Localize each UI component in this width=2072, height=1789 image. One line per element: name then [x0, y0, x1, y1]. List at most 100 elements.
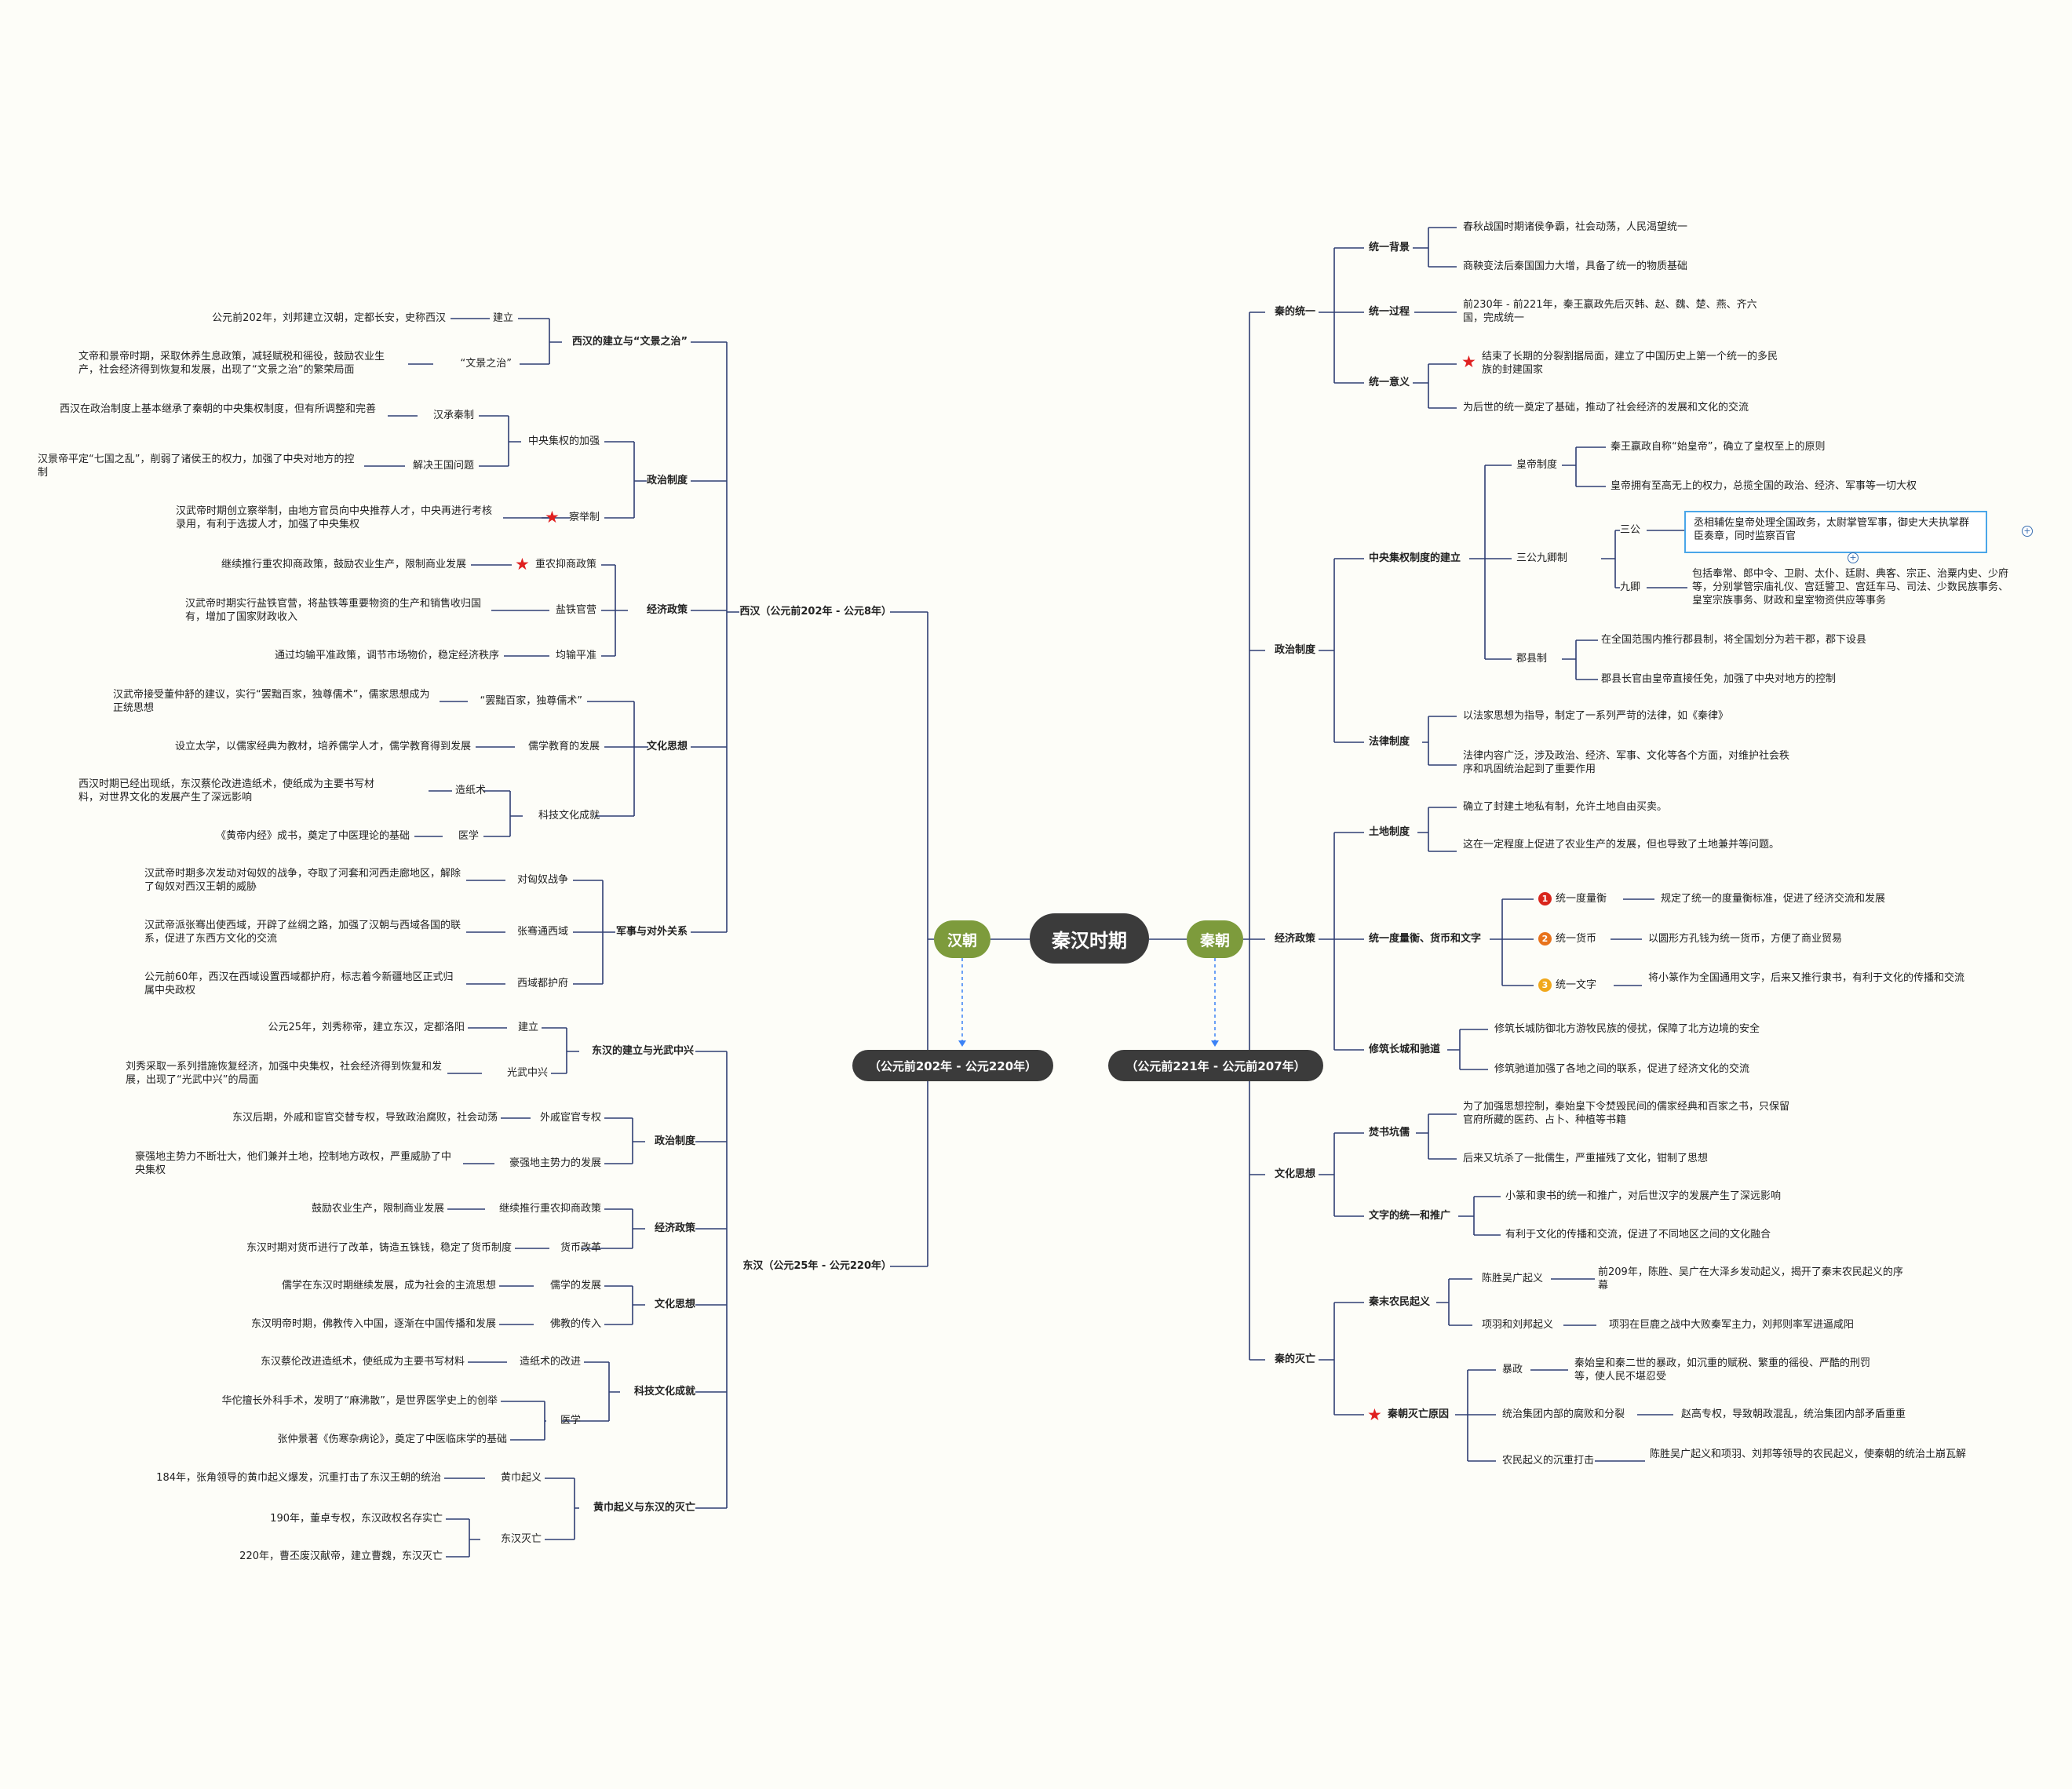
node-eh-culture[interactable]: 文化思想 [654, 1299, 695, 1310]
topic-qin-unification[interactable]: 秦的统一 [1275, 306, 1316, 318]
topic-qin-economy[interactable]: 经济政策 [1275, 933, 1316, 945]
leaf-text[interactable]: 公元25年，刘秀称帝，建立东汉，定都洛阳 [268, 1022, 465, 1033]
node-eh-economy[interactable]: 经济政策 [654, 1222, 695, 1234]
leaf-text[interactable]: 修筑驰道加强了各地之间的联系，促进了经济文化的交流 [1494, 1063, 1750, 1075]
leaf-text[interactable]: 设立太学，以儒家经典为教材，培养儒学人才，儒学教育得到发展 [174, 741, 471, 752]
leaf-text[interactable]: 汉景帝平定“七国之乱”，削弱了诸侯王的权力，加强了中央对地方的控制 [38, 454, 355, 479]
add-child-icon[interactable]: + [1848, 552, 1859, 563]
node-guangwu-revival[interactable]: 光武中兴 [506, 1067, 548, 1079]
node-tyranny[interactable]: 暴政 [1502, 1364, 1523, 1375]
leaf-text[interactable]: 春秋战国时期诸侯争霸，社会动荡，人民渴望统一 [1463, 221, 1688, 233]
node-unify-script[interactable]: 统一文字 [1556, 979, 1597, 991]
leaf-text[interactable]: 通过均输平准政策，调节市场物价，稳定经济秩序 [274, 650, 499, 661]
leaf-text[interactable]: 以法家思想为指导，制定了一系列严苛的法律，如《秦律》 [1463, 710, 1729, 722]
topic-eastern-han[interactable]: 东汉（公元25年 - 公元220年） [742, 1260, 892, 1272]
leaf-text[interactable]: 西汉时期已经出现纸，东汉蔡伦改进造纸术，使纸成为主要书写材料，对世界文化的发展产… [78, 778, 375, 803]
node-wh-culture[interactable]: 文化思想 [646, 741, 688, 752]
leaf-text[interactable]: 商鞅变法后秦国国力大增，具备了统一的物质基础 [1463, 261, 1688, 272]
leaf-text[interactable]: 汉武帝时期实行盐铁官营，将盐铁等重要物资的生产和销售收归国有，增加了国家财政收入 [185, 598, 482, 623]
leaf-text[interactable]: 东汉明帝时期，佛教传入中国，逐渐在中国传播和发展 [250, 1318, 496, 1330]
qin-date-node[interactable]: （公元前221年 - 公元前207年） [1108, 1050, 1323, 1081]
node-han-founding[interactable]: 西汉的建立与“文景之治” [571, 336, 688, 348]
leaf-text[interactable]: 东汉蔡伦改进造纸术，使纸成为主要书写材料 [260, 1356, 465, 1368]
leaf-text[interactable]: 法律内容广泛，涉及政治、经济、军事、文化等各个方面，对维护社会秩序和巩固统治起到… [1463, 750, 1790, 775]
leaf-text[interactable]: 豪强地主势力不断壮大，他们兼并土地，控制地方政权，严重威胁了中央集权 [135, 1151, 452, 1176]
leaf-text[interactable]: 华佗擅长外科手术，发明了“麻沸散”，是世界医学史上的创举 [221, 1395, 498, 1407]
leaf-text[interactable]: 鼓励农业生产，限制商业发展 [311, 1203, 444, 1215]
node-burning-books[interactable]: 焚书坑儒 [1369, 1127, 1410, 1139]
node-eh-founding[interactable]: 东汉的建立与光武中兴 [591, 1045, 694, 1057]
node-wh-economy[interactable]: 经济政策 [646, 604, 688, 616]
node-great-wall-roads[interactable]: 修筑长城和驰道 [1369, 1044, 1441, 1055]
node-uprising[interactable]: 黄巾起义 [500, 1472, 542, 1484]
leaf-text[interactable]: 小篆和隶书的统一和推广，对后世汉字的发展产生了深远影响 [1505, 1190, 1782, 1202]
topic-qin-culture[interactable]: 文化思想 [1275, 1168, 1316, 1180]
node-landlord-power[interactable]: 豪强地主势力的发展 [509, 1157, 601, 1169]
leaf-text[interactable]: 刘秀采取一系列措施恢复经济，加强中央集权，社会经济得到恢复和发展，出现了“光武中… [126, 1061, 443, 1086]
leaf-text[interactable]: 190年，董卓专权，东汉政权名存实亡 [270, 1513, 443, 1525]
node-eh-tech[interactable]: 科技文化成就 [633, 1386, 695, 1397]
node-salt-iron[interactable]: 盐铁官营 [555, 604, 596, 616]
node-agri-policy[interactable]: 重农抑商政策 [534, 559, 596, 570]
topic-qin-politics[interactable]: 政治制度 [1275, 644, 1316, 656]
leaf-text[interactable]: 项羽在巨鹿之战中大败秦军主力，刘邦则率军进逼咸阳 [1609, 1319, 1855, 1331]
leaf-text[interactable]: 为后世的统一奠定了基础，推动了社会经济的发展和文化的交流 [1463, 402, 1749, 414]
leaf-text[interactable]: 文帝和景帝时期，采取休养生息政策，减轻赋税和徭役，鼓励农业生产，社会经济得到恢复… [78, 351, 385, 376]
leaf-text[interactable]: 规定了统一的度量衡标准，促进了经济交流和发展 [1661, 893, 1886, 905]
node-chen-wu-uprising[interactable]: 陈胜吴广起义 [1482, 1273, 1544, 1284]
leaf-text[interactable]: 结束了长期的分裂割据局面，建立了中国历史上第一个统一的多民族的封建国家 [1482, 351, 1778, 376]
node-confucianism-dev[interactable]: 儒学的发展 [549, 1280, 601, 1292]
node-internal-corruption[interactable]: 统治集团内部的腐败和分裂 [1502, 1408, 1625, 1420]
leaf-text[interactable]: 有利于文化的传播和交流，促进了不同地区之间的文化融合 [1505, 1229, 1771, 1241]
node-recommendation[interactable]: 察举制 [568, 512, 600, 523]
node-protectorate[interactable]: 西域都护府 [516, 978, 568, 989]
node-xiongnu-war[interactable]: 对匈奴战争 [516, 874, 568, 886]
root-topic[interactable]: 秦汉时期 [1030, 913, 1149, 964]
node-medicine[interactable]: 医学 [458, 830, 479, 842]
add-sibling-icon[interactable]: + [2022, 526, 2033, 537]
leaf-text[interactable]: 汉武帝时期多次发动对匈奴的战争，夺取了河套和河西走廊地区，解除了匈奴对西汉王朝的… [144, 868, 461, 893]
node-inherit-qin[interactable]: 汉承秦制 [432, 410, 474, 421]
node-agri-policy[interactable]: 继续推行重农抑商政策 [498, 1203, 601, 1215]
leaf-text[interactable]: 东汉时期对货币进行了改革，铸造五铢钱，稳定了货币制度 [246, 1242, 512, 1254]
leaf-text[interactable]: 后来又坑杀了一批儒生，严重摧残了文化，钳制了思想 [1463, 1153, 1709, 1164]
leaf-text[interactable]: 秦始皇和秦二世的暴政，如沉重的赋税、繁重的徭役、严酷的刑罚等，使人民不堪忍受 [1574, 1357, 1871, 1383]
node-standardization[interactable]: 统一度量衡、货币和文字 [1369, 933, 1482, 945]
node-unify-background[interactable]: 统一背景 [1369, 242, 1410, 253]
leaf-text[interactable]: 东汉后期，外戚和宦官交替专权，导致政治腐败，社会动荡 [232, 1112, 498, 1124]
node-eh-politics[interactable]: 政治制度 [654, 1135, 695, 1147]
node-unify-significance[interactable]: 统一意义 [1369, 377, 1410, 388]
leaf-text[interactable]: 西汉在政治制度上基本继承了秦朝的中央集权制度，但有所调整和完善 [60, 403, 377, 415]
node-three-lords[interactable]: 三公九卿制 [1516, 552, 1568, 564]
node-yellow-turban[interactable]: 黄巾起义与东汉的灭亡 [593, 1502, 695, 1514]
node-currency-reform[interactable]: 货币改革 [560, 1242, 601, 1254]
node-vassal-issue[interactable]: 解决王国问题 [412, 460, 474, 472]
leaf-text[interactable]: 汉武帝接受董仲舒的建议，实行“罢黜百家，独尊儒术”，儒家思想成为正统思想 [113, 689, 430, 714]
leaf-text[interactable]: 《黄帝内经》成书，奠定了中医理论的基础 [215, 830, 410, 842]
node-fall-causes[interactable]: 秦朝灭亡原因 [1388, 1408, 1450, 1420]
leaf-text[interactable]: 包括奉常、郎中令、卫尉、太仆、廷尉、典客、宗正、治粟内史、少府等，分别掌管宗庙礼… [1692, 568, 2009, 607]
han-date-node[interactable]: （公元前202年 - 公元220年） [852, 1050, 1053, 1081]
leaf-text[interactable]: 184年，张角领导的黄巾起义爆发，沉重打击了东汉王朝的统治 [156, 1472, 441, 1484]
leaf-text[interactable]: 公元前60年，西汉在西域设置西域都护府，标志着今新疆地区正式归属中央政权 [144, 971, 454, 997]
leaf-text[interactable]: 以圆形方孔钱为统一货币，方便了商业贸易 [1648, 933, 1843, 945]
topic-western-han[interactable]: 西汉（公元前202年 - 公元8年） [739, 606, 892, 618]
leaf-text[interactable]: 儒学在东汉时期继续发展，成为社会的主流思想 [281, 1280, 496, 1292]
node-tech-culture[interactable]: 科技文化成就 [538, 810, 600, 822]
node-confucian-education[interactable]: 儒学教育的发展 [527, 741, 600, 752]
leaf-text[interactable]: 确立了封建土地私有制，允许土地自由买卖。 [1463, 801, 1668, 813]
node-unify-measures[interactable]: 统一度量衡 [1556, 893, 1607, 905]
node-law-system[interactable]: 法律制度 [1369, 736, 1410, 748]
leaf-text[interactable]: 汉武帝派张骞出使西域，开辟了丝绸之路，加强了汉朝与西域各国的联系，促进了东西方文… [144, 920, 461, 945]
node-zhang-qian[interactable]: 张骞通西域 [516, 926, 568, 938]
leaf-text[interactable]: 继续推行重农抑商政策，鼓励农业生产，限制商业发展 [221, 559, 466, 570]
node-wenjing[interactable]: “文景之治” [460, 358, 512, 370]
node-wh-military[interactable]: 军事与对外关系 [615, 926, 688, 938]
leaf-text[interactable]: 前209年，陈胜、吴广在大泽乡发动起义，揭开了秦末农民起义的序幕 [1598, 1266, 1903, 1292]
node-confucianism-only[interactable]: “罢黜百家，独尊儒术” [480, 695, 582, 707]
node-uprising-blow[interactable]: 农民起义的沉重打击 [1502, 1455, 1595, 1467]
node-founding[interactable]: 建立 [517, 1022, 538, 1033]
topic-qin-fall[interactable]: 秦的灭亡 [1275, 1354, 1316, 1365]
leaf-text[interactable]: 赵高专权，导致朝政混乱，统治集团内部矛盾重重 [1681, 1408, 1906, 1420]
leaf-text[interactable]: 220年，曹丕废汉献帝，建立曹魏，东汉灭亡 [239, 1550, 443, 1562]
